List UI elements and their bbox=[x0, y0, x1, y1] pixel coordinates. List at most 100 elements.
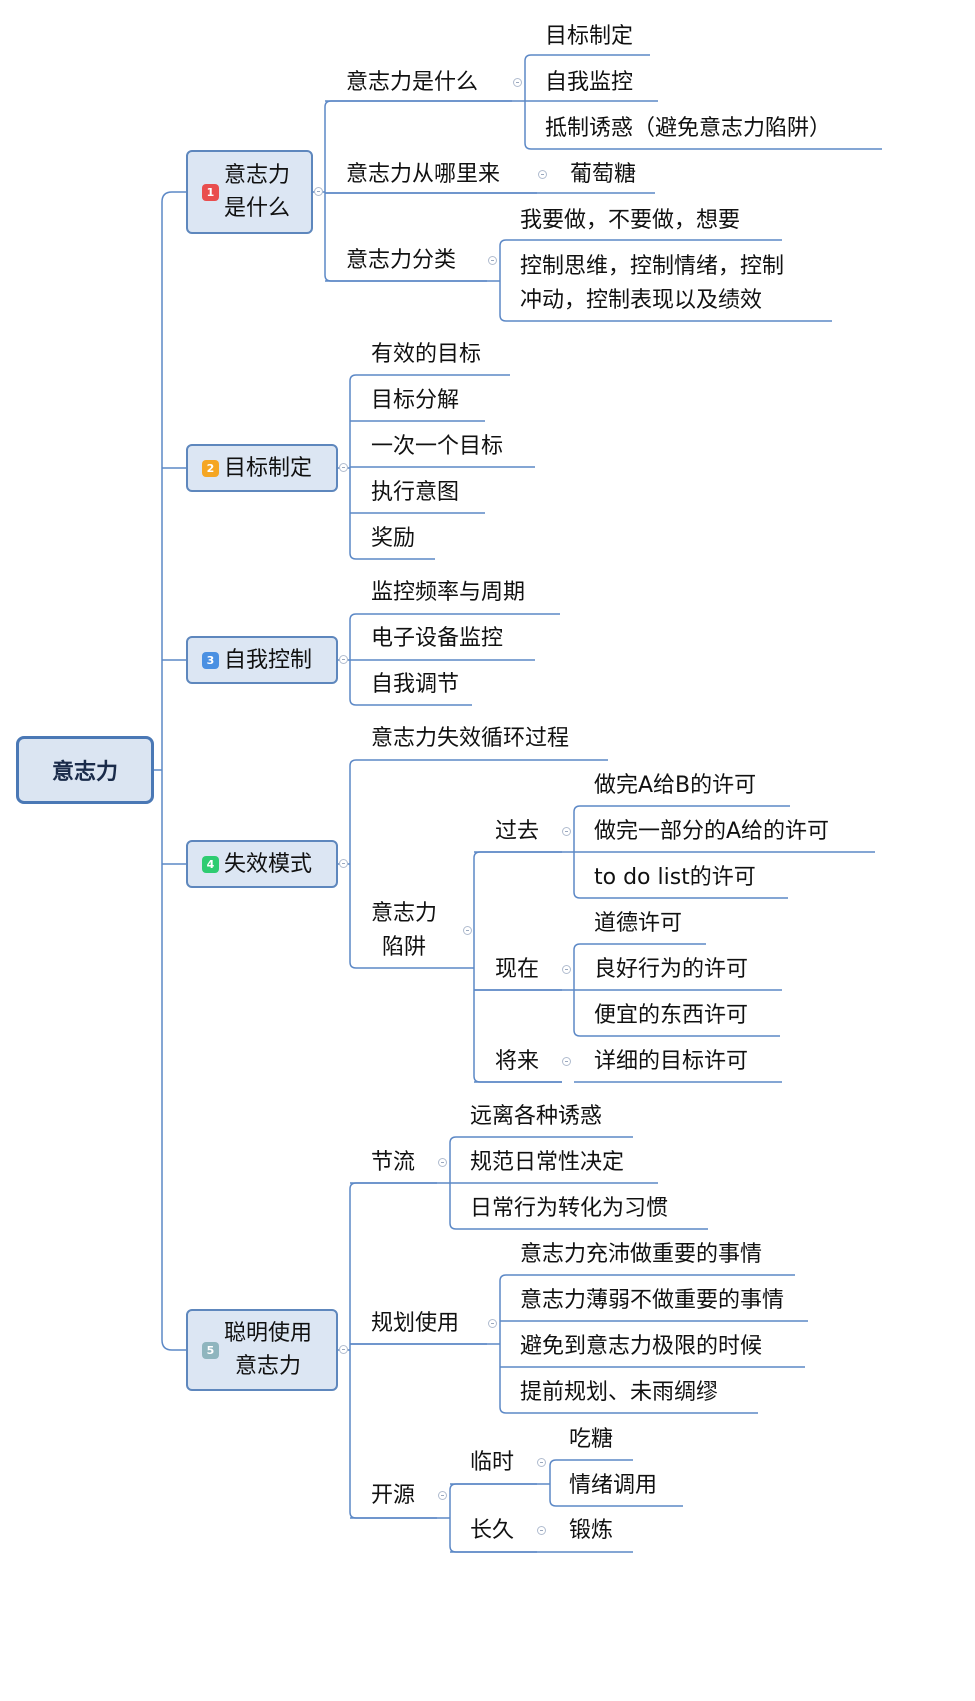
leaf-node[interactable]: 意志力薄弱不做重要的事情 bbox=[520, 1288, 785, 1313]
collapse-toggle-icon[interactable] bbox=[537, 1526, 546, 1535]
collapse-toggle-icon[interactable] bbox=[339, 859, 348, 868]
connector-line bbox=[573, 943, 706, 951]
leaf-node[interactable]: 目标分解 bbox=[371, 388, 460, 413]
connector-line bbox=[349, 1511, 437, 1519]
subtopic[interactable]: 过去 bbox=[495, 819, 540, 844]
connector-line bbox=[499, 1274, 795, 1282]
connector-line bbox=[449, 1545, 537, 1553]
connector-line bbox=[449, 1136, 633, 1144]
leaf-node[interactable]: 监控频率与周期 bbox=[371, 580, 526, 605]
collapse-toggle-icon[interactable] bbox=[339, 655, 348, 664]
leaf-node[interactable]: 详细的目标许可 bbox=[594, 1049, 749, 1074]
collapse-toggle-icon[interactable] bbox=[438, 1491, 447, 1500]
connector-line bbox=[161, 1339, 186, 1351]
connector-line bbox=[573, 805, 790, 813]
leaf-node[interactable]: 便宜的东西许可 bbox=[594, 1003, 749, 1028]
subtopic[interactable]: 意志力是什么 bbox=[346, 70, 479, 95]
connector-line bbox=[349, 552, 435, 560]
collapse-toggle-icon[interactable] bbox=[562, 965, 571, 974]
subtopic[interactable]: 节流 bbox=[371, 1150, 416, 1175]
root-node[interactable]: 意志力 bbox=[16, 736, 154, 804]
leaf-node[interactable]: 电子设备监控 bbox=[371, 626, 504, 651]
leaf-node[interactable]: 避免到意志力极限的时候 bbox=[520, 1334, 763, 1359]
connector-line bbox=[524, 54, 650, 62]
collapse-toggle-icon[interactable] bbox=[538, 170, 547, 179]
connector-line bbox=[161, 191, 186, 203]
leaf-node[interactable]: 一次一个目标 bbox=[371, 434, 504, 459]
connector-line bbox=[473, 1075, 562, 1083]
connector-line bbox=[573, 1029, 780, 1037]
collapse-toggle-icon[interactable] bbox=[488, 1319, 497, 1328]
connector-line bbox=[499, 1406, 758, 1414]
connector-line bbox=[349, 698, 472, 706]
collapse-toggle-icon[interactable] bbox=[513, 78, 522, 87]
collapse-toggle-icon[interactable] bbox=[314, 187, 323, 196]
subtopic[interactable]: 意志力失效循环过程 bbox=[371, 726, 570, 751]
subtopic[interactable]: 现在 bbox=[495, 957, 540, 982]
topic-label: 失效模式 bbox=[224, 851, 313, 877]
leaf-node[interactable]: 葡萄糖 bbox=[570, 162, 637, 187]
subtopic[interactable]: 长久 bbox=[470, 1518, 515, 1543]
collapse-toggle-icon[interactable] bbox=[438, 1158, 447, 1167]
connector-line bbox=[449, 1222, 708, 1230]
leaf-node[interactable]: 目标制定 bbox=[545, 24, 634, 49]
connector-line bbox=[549, 1499, 683, 1507]
leaf-node[interactable]: 奖励 bbox=[371, 526, 416, 551]
topic-label: 聪明使用 意志力 bbox=[224, 1321, 313, 1379]
leaf-node[interactable]: 规范日常性决定 bbox=[470, 1150, 625, 1175]
leaf-node[interactable]: 自我监控 bbox=[545, 70, 634, 95]
subtopic[interactable]: 将来 bbox=[495, 1049, 540, 1074]
connector-line bbox=[349, 613, 560, 621]
subtopic[interactable]: 意志力 陷阱 bbox=[371, 901, 438, 960]
topic-smart-use[interactable]: 5 聪明使用 意志力 bbox=[186, 1309, 338, 1391]
topic-goal-setting[interactable]: 2 目标制定 bbox=[186, 444, 338, 492]
collapse-toggle-icon[interactable] bbox=[562, 1057, 571, 1066]
subtopic[interactable]: 意志力分类 bbox=[346, 248, 457, 273]
subtopic[interactable]: 开源 bbox=[371, 1483, 416, 1508]
leaf-node[interactable]: 抵制诱惑（避免意志力陷阱） bbox=[545, 116, 832, 141]
connector-line bbox=[349, 374, 510, 382]
collapse-toggle-icon[interactable] bbox=[537, 1458, 546, 1467]
priority-badge-1: 1 bbox=[202, 183, 219, 201]
collapse-toggle-icon[interactable] bbox=[463, 926, 472, 935]
leaf-node[interactable]: 提前规划、未雨绸缪 bbox=[520, 1380, 719, 1405]
topic-label: 意志力 是什么 bbox=[224, 163, 291, 221]
collapse-toggle-icon[interactable] bbox=[339, 463, 348, 472]
leaf-node[interactable]: 执行意图 bbox=[371, 480, 460, 505]
leaf-node[interactable]: 良好行为的许可 bbox=[594, 957, 749, 982]
connector-line bbox=[349, 759, 608, 767]
collapse-toggle-icon[interactable] bbox=[488, 256, 497, 265]
leaf-node[interactable]: 道德许可 bbox=[594, 911, 683, 936]
leaf-node[interactable]: 我要做，不要做，想要 bbox=[520, 208, 741, 233]
leaf-node[interactable]: 自我调节 bbox=[371, 672, 460, 697]
topic-what-is-willpower[interactable]: 1 意志力 是什么 bbox=[186, 150, 313, 234]
subtopic[interactable]: 意志力从哪里来 bbox=[346, 162, 501, 187]
connector-line bbox=[573, 891, 788, 899]
leaf-node[interactable]: 有效的目标 bbox=[371, 342, 482, 367]
leaf-node[interactable]: 情绪调用 bbox=[569, 1473, 658, 1498]
leaf-node[interactable]: 锻炼 bbox=[569, 1518, 614, 1543]
connector-line bbox=[324, 274, 487, 282]
collapse-toggle-icon[interactable] bbox=[562, 827, 571, 836]
connector-line bbox=[499, 239, 782, 247]
leaf-node[interactable]: 日常行为转化为习惯 bbox=[470, 1196, 669, 1221]
leaf-node[interactable]: to do list的许可 bbox=[594, 865, 756, 890]
connector-line bbox=[349, 1182, 437, 1190]
collapse-toggle-icon[interactable] bbox=[339, 1345, 348, 1354]
priority-badge-2: 2 bbox=[202, 459, 219, 477]
leaf-node[interactable]: 吃糖 bbox=[569, 1427, 614, 1452]
leaf-node[interactable]: 控制思维，控制情绪，控制 冲动，控制表现以及绩效 bbox=[520, 254, 785, 313]
leaf-node[interactable]: 做完A给B的许可 bbox=[594, 773, 757, 798]
connector-line bbox=[349, 961, 462, 969]
leaf-node[interactable]: 意志力充沛做重要的事情 bbox=[520, 1242, 763, 1267]
subtopic[interactable]: 临时 bbox=[470, 1450, 515, 1475]
leaf-node[interactable]: 做完一部分的A给的许可 bbox=[594, 819, 830, 844]
connector-line bbox=[524, 142, 882, 150]
topic-label: 自我控制 bbox=[224, 647, 313, 673]
leaf-node[interactable]: 远离各种诱惑 bbox=[470, 1104, 603, 1129]
topic-self-control[interactable]: 3 自我控制 bbox=[186, 636, 338, 684]
topic-failure-modes[interactable]: 4 失效模式 bbox=[186, 840, 338, 888]
connector-line bbox=[549, 1459, 633, 1467]
subtopic[interactable]: 规划使用 bbox=[371, 1311, 460, 1336]
